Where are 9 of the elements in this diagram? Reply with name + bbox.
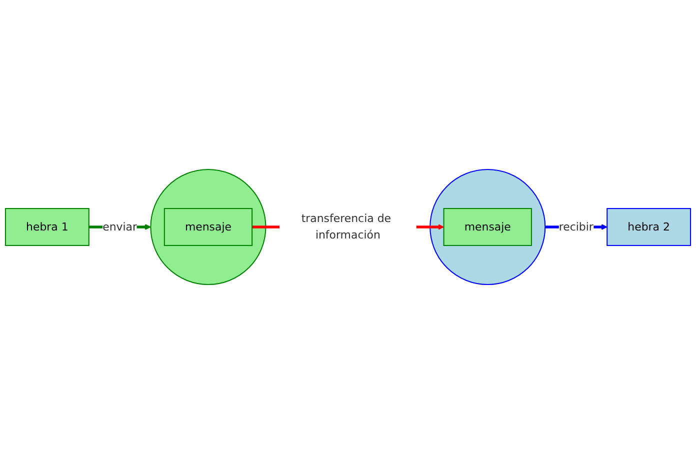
cluster [150,168,266,285]
node-box: mensaje [164,208,253,246]
cluster [430,168,546,285]
node-box: mensaje [443,208,532,246]
edge-label: transferencia de información [301,211,392,241]
node-box: hebra 2 [606,208,692,246]
edge-label: recibir [558,220,594,233]
edge-label: enviar [102,220,138,233]
node-box: hebra 1 [4,208,90,246]
